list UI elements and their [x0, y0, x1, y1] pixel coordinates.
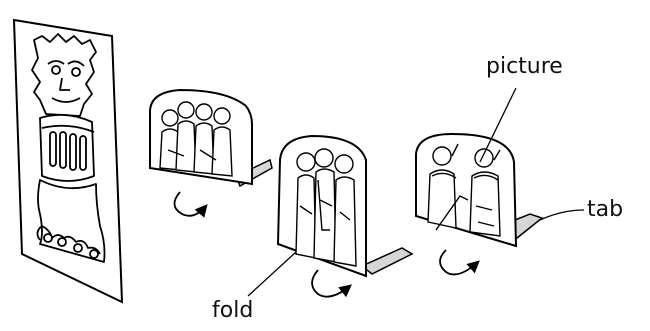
fold-leader-line — [247, 251, 297, 297]
picture-label: picture — [486, 54, 563, 79]
standee-1-fold-arrow — [173, 191, 208, 218]
tab-leader-line — [539, 209, 585, 221]
column-figure — [31, 33, 106, 263]
standee-3-picture — [427, 143, 501, 237]
column-sheet — [12, 18, 124, 304]
standee-2-fold-arrow — [311, 269, 352, 298]
standee-1-picture — [159, 101, 233, 177]
picture-leader-line — [479, 87, 517, 163]
standee-3 — [415, 132, 544, 276]
standee-2-tab — [360, 247, 414, 275]
standee-2 — [276, 134, 414, 298]
tab-label: tab — [587, 197, 624, 222]
standee-3-fold-arrow — [439, 249, 480, 276]
fold-label: fold — [212, 298, 254, 323]
standee-2-picture — [295, 148, 357, 267]
standee-1 — [149, 88, 273, 218]
